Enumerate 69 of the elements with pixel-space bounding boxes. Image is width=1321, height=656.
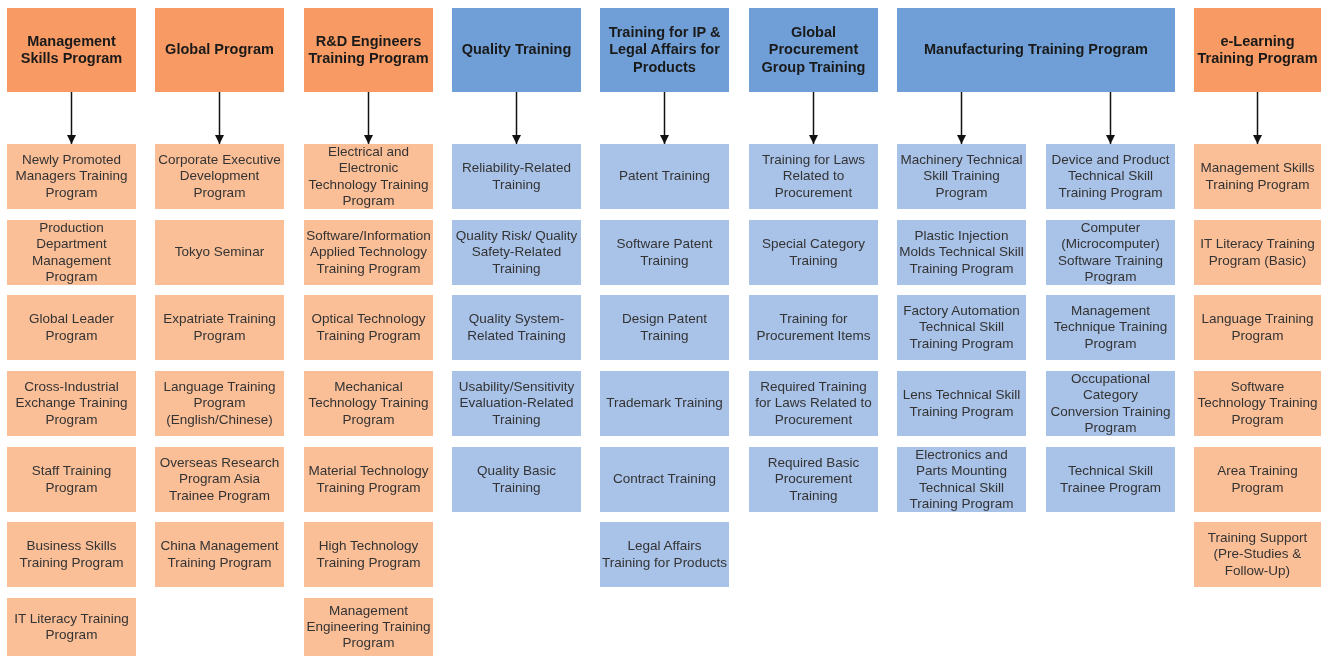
program-header-box: Manufacturing Training Program [897, 8, 1175, 92]
program-header-box: Quality Training [452, 8, 581, 92]
program-box: Language Training Program [1194, 295, 1321, 360]
program-box: Cross-Industrial Exchange Training Program [7, 371, 136, 436]
program-header-box: Global Program [155, 8, 284, 92]
arrow [1106, 91, 1115, 145]
program-box: Special Category Training [749, 220, 878, 285]
program-box: Trademark Training [600, 371, 729, 436]
program-box: Legal Affairs Training for Products [600, 522, 729, 587]
program-header-box: Training for IP & Legal Affairs for Products [600, 8, 729, 92]
program-box: Contract Training [600, 447, 729, 512]
program-box: Material Technology Training Program [304, 447, 433, 512]
program-header-box: Management Skills Program [7, 8, 136, 92]
program-box: Newly Promoted Managers Training Program [7, 144, 136, 209]
program-header-box: Global Procurement Group Training [749, 8, 878, 92]
program-box: Corporate Executive Development Program [155, 144, 284, 209]
arrow [512, 91, 521, 145]
program-box: Area Training Program [1194, 447, 1321, 512]
program-box: China Management Training Program [155, 522, 284, 587]
program-box: Usability/Sensitivity Evaluation-Related Training [452, 371, 581, 436]
program-box: Training for Laws Related to Procurement [749, 144, 878, 209]
program-box: Optical Technology Training Program [304, 295, 433, 360]
program-box: IT Literacy Training Program (Basic) [1194, 220, 1321, 285]
arrow [67, 91, 76, 145]
program-box: Technical Skill Trainee Program [1046, 447, 1175, 512]
program-box: Global Leader Program [7, 295, 136, 360]
program-box: Computer (Microcomputer) Software Training Program [1046, 220, 1175, 285]
program-box: Business Skills Training Program [7, 522, 136, 587]
program-box: Plastic Injection Molds Technical Skill Training Program [897, 220, 1026, 285]
program-box: Software Technology Training Program [1194, 371, 1321, 436]
program-box: Electrical and Electronic Technology Training Program [304, 144, 433, 209]
program-box: Quality System-Related Training [452, 295, 581, 360]
program-box: Quality Basic Training [452, 447, 581, 512]
program-box: Patent Training [600, 144, 729, 209]
program-box: High Technology Training Program [304, 522, 433, 587]
program-box: Occupational Category Conversion Training Program [1046, 371, 1175, 436]
program-box: Lens Technical Skill Training Program [897, 371, 1026, 436]
program-box: Management Engineering Training Program [304, 598, 433, 656]
program-box: Design Patent Training [600, 295, 729, 360]
arrow [957, 91, 966, 145]
program-box: Software Patent Training [600, 220, 729, 285]
program-box: Required Training for Laws Related to Procurement [749, 371, 878, 436]
program-box: Management Technique Training Program [1046, 295, 1175, 360]
arrow [215, 91, 224, 145]
program-box: Staff Training Program [7, 447, 136, 512]
program-box: Training for Procurement Items [749, 295, 878, 360]
program-box: Management Skills Training Program [1194, 144, 1321, 209]
program-box: Required Basic Procurement Training [749, 447, 878, 512]
program-header-box: e-Learning Training Program [1194, 8, 1321, 92]
program-box: Production Department Management Program [7, 220, 136, 285]
program-box: Language Training Program (English/Chinese) [155, 371, 284, 436]
program-box: Overseas Research Program Asia Trainee Program [155, 447, 284, 512]
arrow [660, 91, 669, 145]
program-box: Software/Information Applied Technology Training Program [304, 220, 433, 285]
program-box: Electronics and Parts Mounting Technical Skill Training Program [897, 447, 1026, 512]
program-header-box: R&D Engineers Training Program [304, 8, 433, 92]
program-box: Expatriate Training Program [155, 295, 284, 360]
arrow [1253, 91, 1262, 145]
arrow [809, 91, 818, 145]
program-box: Factory Automation Technical Skill Training Program [897, 295, 1026, 360]
program-box: Machinery Technical Skill Training Program [897, 144, 1026, 209]
program-box: Mechanical Technology Training Program [304, 371, 433, 436]
program-box: Training Support (Pre-Studies & Follow-Up) [1194, 522, 1321, 587]
program-box: Device and Product Technical Skill Training Program [1046, 144, 1175, 209]
program-box: Reliability-Related Training [452, 144, 581, 209]
program-box: Tokyo Seminar [155, 220, 284, 285]
program-box: Quality Risk/ Quality Safety-Related Training [452, 220, 581, 285]
arrow [364, 91, 373, 145]
program-box: IT Literacy Training Program [7, 598, 136, 656]
